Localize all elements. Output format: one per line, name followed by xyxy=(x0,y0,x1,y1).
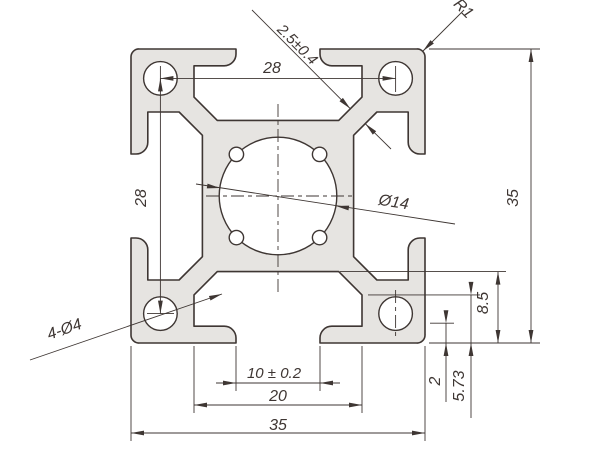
dimension-lines xyxy=(29,9,532,434)
dim-label-slot-cavity-width: 20 xyxy=(268,388,287,405)
dim-label-slot-opening: 10 ± 0.2 xyxy=(247,365,302,382)
dim-label-corner-radius: R1 xyxy=(450,0,476,22)
bore-notch-icon xyxy=(311,229,328,246)
dim-label-center-bore: Ø14 xyxy=(376,192,410,214)
dim-label-lip-depth: 5.73 xyxy=(451,370,468,401)
dim-label-corner-holes: 4-Ø4 xyxy=(45,316,84,344)
dim-label-overall-width: 35 xyxy=(269,417,287,434)
dim-label-overall-height: 35 xyxy=(505,189,522,207)
bore-notch-icon xyxy=(228,229,245,246)
arrowheads xyxy=(131,40,534,436)
dim-label-lip-thickness: 2 xyxy=(427,376,444,386)
corner-holes xyxy=(142,60,414,332)
bore-notch-icon xyxy=(311,146,328,163)
bore-notch-icon xyxy=(228,146,245,163)
dim-label-top-hole-spacing: 28 xyxy=(262,60,281,77)
dim-label-slot-depth: 8.5 xyxy=(475,292,492,314)
dim-label-left-hole-spacing: 28 xyxy=(133,189,150,208)
extension-lines xyxy=(130,48,540,441)
